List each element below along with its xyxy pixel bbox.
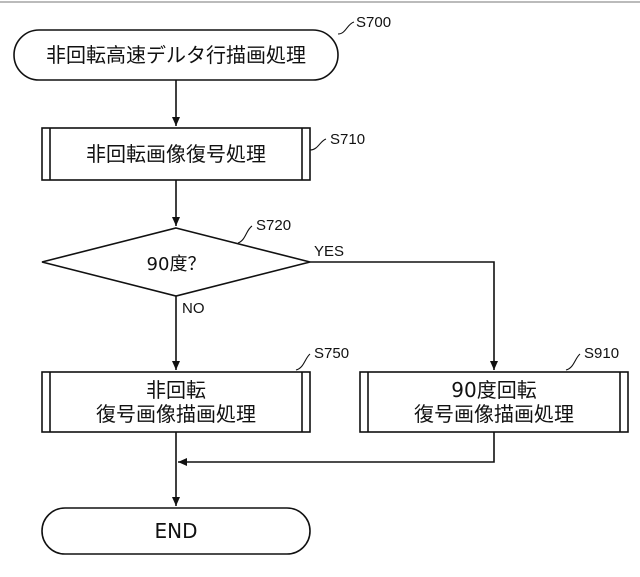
- left-process-line1: 非回転: [146, 378, 206, 402]
- right-process-line2: 復号画像描画処理: [414, 402, 574, 426]
- no-label: NO: [182, 300, 205, 317]
- right-step-label: S910: [584, 345, 619, 362]
- start-terminal[interactable]: 非回転高速デルタ行描画処理: [14, 30, 338, 80]
- start-step-leader: [338, 22, 354, 34]
- yes-label: YES: [314, 243, 344, 260]
- decision-step-leader: [238, 226, 252, 243]
- start-label: 非回転高速デルタ行描画処理: [46, 43, 306, 67]
- decode-label: 非回転画像復号処理: [86, 142, 266, 166]
- left-step-leader: [296, 354, 310, 370]
- decision-label: 90度？: [147, 254, 206, 275]
- start-step-label: S700: [356, 14, 391, 31]
- right-step-leader: [566, 354, 580, 370]
- end-terminal[interactable]: END: [42, 508, 310, 554]
- decode-step-leader: [310, 139, 326, 150]
- decode-step-label: S710: [330, 131, 365, 148]
- decision-diamond[interactable]: 90度？: [42, 228, 310, 296]
- arrow-right-merge: [178, 432, 494, 462]
- end-label: END: [155, 519, 198, 543]
- left-process[interactable]: 非回転 復号画像描画処理: [42, 372, 310, 432]
- right-process[interactable]: 90度回転 復号画像描画処理: [360, 372, 628, 432]
- left-process-line2: 復号画像描画処理: [96, 402, 256, 426]
- left-step-label: S750: [314, 345, 349, 362]
- decision-step-label: S720: [256, 217, 291, 234]
- decode-process[interactable]: 非回転画像復号処理: [42, 128, 310, 180]
- right-process-line1: 90度回転: [451, 378, 536, 402]
